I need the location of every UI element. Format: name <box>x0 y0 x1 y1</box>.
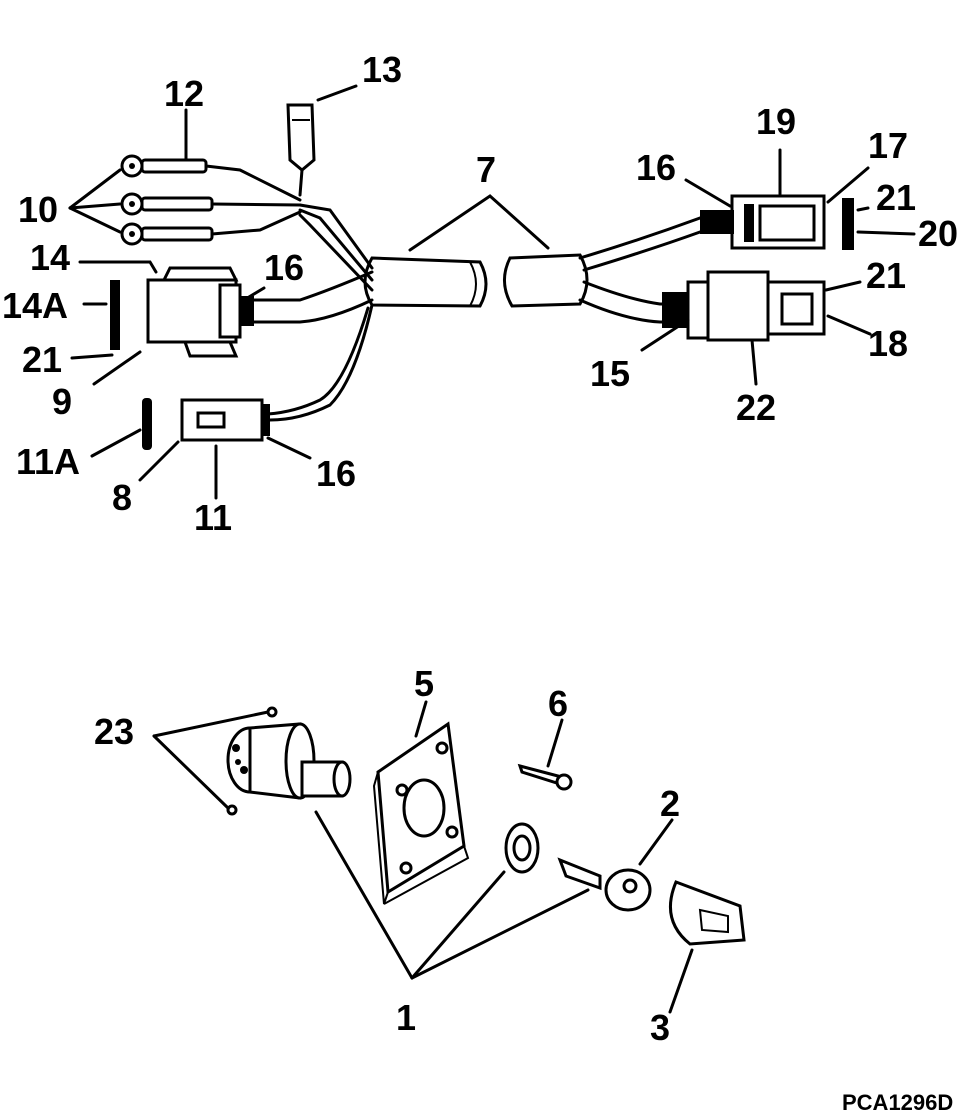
callouts-upper: 13 12 10 7 14 16 14A 21 9 11A 8 11 16 19… <box>2 49 958 538</box>
callout-18: 18 <box>868 323 908 364</box>
retaining-nut <box>504 822 540 874</box>
mounting-plate <box>372 721 470 905</box>
ring-terminals <box>120 154 302 246</box>
leader-lines-upper <box>68 84 916 500</box>
ignition-key <box>557 857 652 912</box>
locking-pin-left <box>110 280 120 350</box>
callout-2: 2 <box>660 783 680 824</box>
wire-bundle-right <box>578 214 732 324</box>
callout-11A: 11A <box>16 441 80 482</box>
drawing-code: PCA1296D <box>842 1090 953 1115</box>
callout-14: 14 <box>30 237 70 278</box>
callout-9: 9 <box>52 381 72 422</box>
callout-8: 8 <box>112 477 132 518</box>
callout-23: 23 <box>94 711 134 752</box>
mounting-screw <box>517 763 573 791</box>
callout-14A: 14A <box>2 285 68 326</box>
callout-21-upper-right: 21 <box>876 177 916 218</box>
callout-22: 22 <box>736 387 776 428</box>
callout-3: 3 <box>650 1007 670 1048</box>
callout-6: 6 <box>548 683 568 724</box>
connector-housing-small <box>180 398 270 442</box>
switch-knob <box>668 880 746 946</box>
callout-21-lower-right: 21 <box>866 255 906 296</box>
callout-16-bottom: 16 <box>316 453 356 494</box>
ignition-switch-assembly: 23 5 6 2 1 3 <box>94 663 746 1048</box>
spade-terminal <box>286 103 316 172</box>
callout-13: 13 <box>362 49 402 90</box>
wire-bundle-left <box>238 168 374 422</box>
main-cable-right <box>503 253 589 308</box>
callout-16-left: 16 <box>264 247 304 288</box>
callout-15: 15 <box>590 353 630 394</box>
connector-housing-upper-right <box>700 194 826 250</box>
callout-11: 11 <box>194 497 232 538</box>
callout-10: 10 <box>18 189 58 230</box>
leader-lines-lower <box>152 700 694 1014</box>
callout-21-left: 21 <box>22 339 62 380</box>
locking-pin-small <box>142 398 152 450</box>
callouts-lower: 23 5 6 2 1 3 <box>94 663 680 1048</box>
ignition-switch-body <box>226 722 352 800</box>
callout-16-right: 16 <box>636 147 676 188</box>
wiring-harness-assembly: 13 12 10 7 14 16 14A 21 9 11A 8 11 16 19… <box>2 49 958 538</box>
callout-7: 7 <box>476 149 496 190</box>
callout-1: 1 <box>396 997 416 1038</box>
locking-pin-upper-right <box>842 198 854 250</box>
callout-19: 19 <box>756 101 796 142</box>
callout-12: 12 <box>164 73 204 114</box>
main-cable-left <box>363 256 488 308</box>
connector-housing-left <box>146 266 254 358</box>
callout-17: 17 <box>868 125 908 166</box>
callout-20: 20 <box>918 213 958 254</box>
connector-housing-lower-right <box>662 270 826 342</box>
callout-5: 5 <box>414 663 434 704</box>
